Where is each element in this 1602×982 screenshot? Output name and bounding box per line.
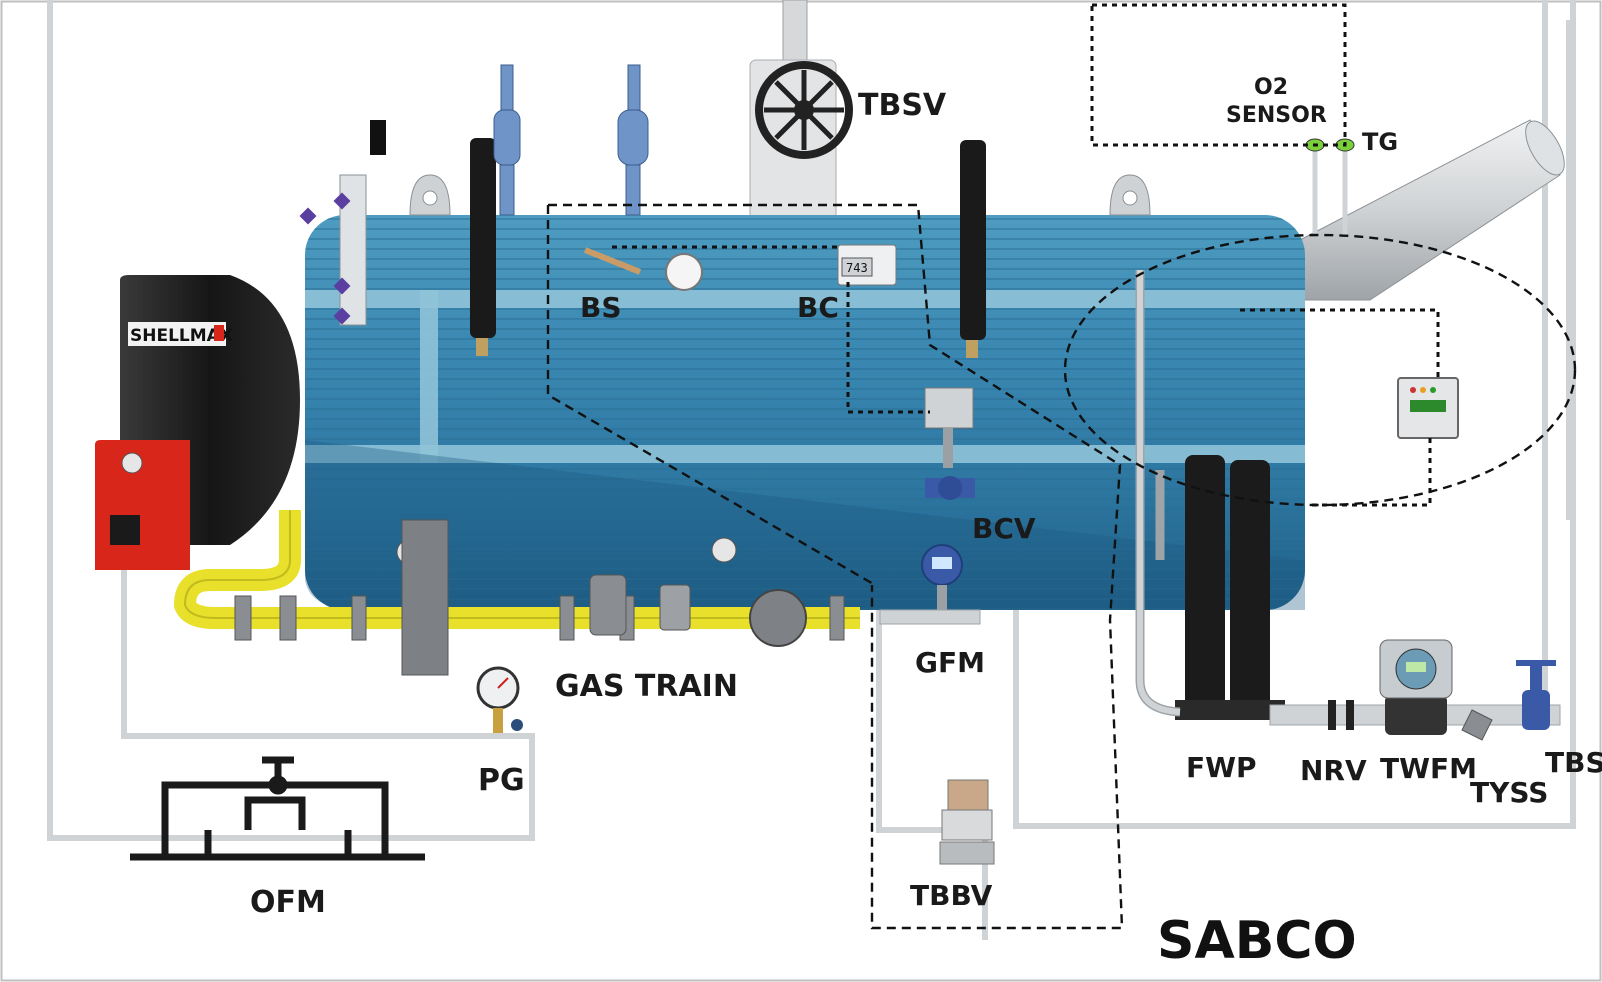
burner-brand: SHELLMAX [130, 326, 233, 346]
water-level-gauge [299, 120, 386, 326]
brand-sabco: SABCO [1157, 911, 1357, 971]
label-tbs: TBS [1545, 746, 1602, 779]
label-ofm: OFM [250, 885, 326, 920]
tbsv-valve [749, 0, 853, 221]
bc-controller: 743 [837, 244, 897, 286]
label-tbsv: TBSV [858, 88, 947, 123]
tbbv-valve [939, 779, 995, 865]
control-panel [1397, 377, 1459, 439]
label-bcv: BCV [972, 512, 1036, 545]
bcv-valve [924, 387, 975, 500]
gfm-meter [879, 544, 981, 625]
burner: SHELLMAX [95, 275, 300, 570]
label-o2-line1: O2 [1254, 75, 1288, 100]
label-o2-line2: SENSOR [1226, 103, 1327, 128]
bs-sensor [583, 247, 703, 291]
feed-line [1269, 639, 1561, 741]
dashed-signal-lines [546, 3, 1577, 930]
label-tbbv: TBBV [910, 879, 993, 912]
label-gas-train: GAS TRAIN [555, 669, 738, 704]
ofm-manifold [130, 756, 425, 861]
label-nrv: NRV [1300, 754, 1367, 787]
tg-sensors [1305, 138, 1355, 235]
label-gfm: GFM [915, 646, 985, 679]
label-twfm: TWFM [1380, 752, 1477, 785]
pg-gauge [476, 666, 523, 733]
level-controller-left [470, 138, 496, 356]
safety-valves [493, 64, 649, 216]
label-pg: PG [478, 763, 525, 798]
label-tg: TG [1362, 128, 1398, 156]
boiler-shell [305, 174, 1305, 610]
labels: TBSV O2 SENSOR TG BS BC BCV GFM GAS TRAI… [250, 75, 1602, 971]
label-bc: BC [797, 291, 839, 324]
feed-water-pumps [1135, 270, 1285, 720]
gas-train-pipe [173, 510, 860, 676]
label-bs: BS [580, 291, 622, 324]
label-fwp: FWP [1186, 751, 1257, 784]
level-controller-right [960, 140, 986, 358]
bc-display: 743 [846, 261, 868, 275]
label-tyss: TYSS [1470, 776, 1548, 809]
